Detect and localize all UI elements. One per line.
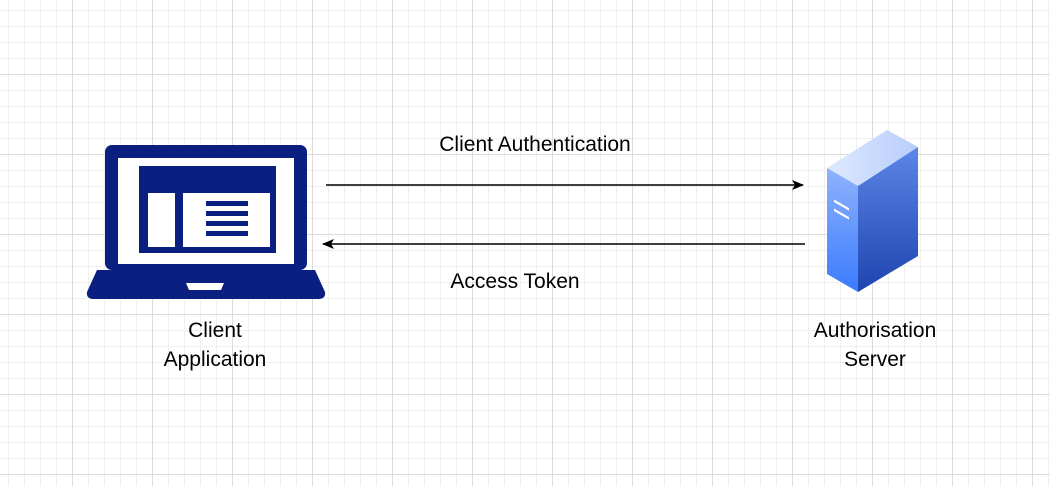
node-label-line: Authorisation bbox=[813, 319, 937, 342]
edge-label-access-token: Access Token bbox=[450, 270, 580, 293]
node-label-authorisation-server: Authorisation Server bbox=[775, 316, 975, 374]
server-icon bbox=[827, 130, 918, 292]
node-label-line: Application bbox=[163, 348, 267, 371]
node-label-client-application: Client Application bbox=[120, 316, 310, 374]
node-label-line: Client bbox=[188, 319, 242, 342]
laptop-icon bbox=[86, 145, 326, 299]
edge-label-client-authentication: Client Authentication bbox=[439, 133, 631, 156]
node-label-line: Server bbox=[844, 348, 906, 371]
